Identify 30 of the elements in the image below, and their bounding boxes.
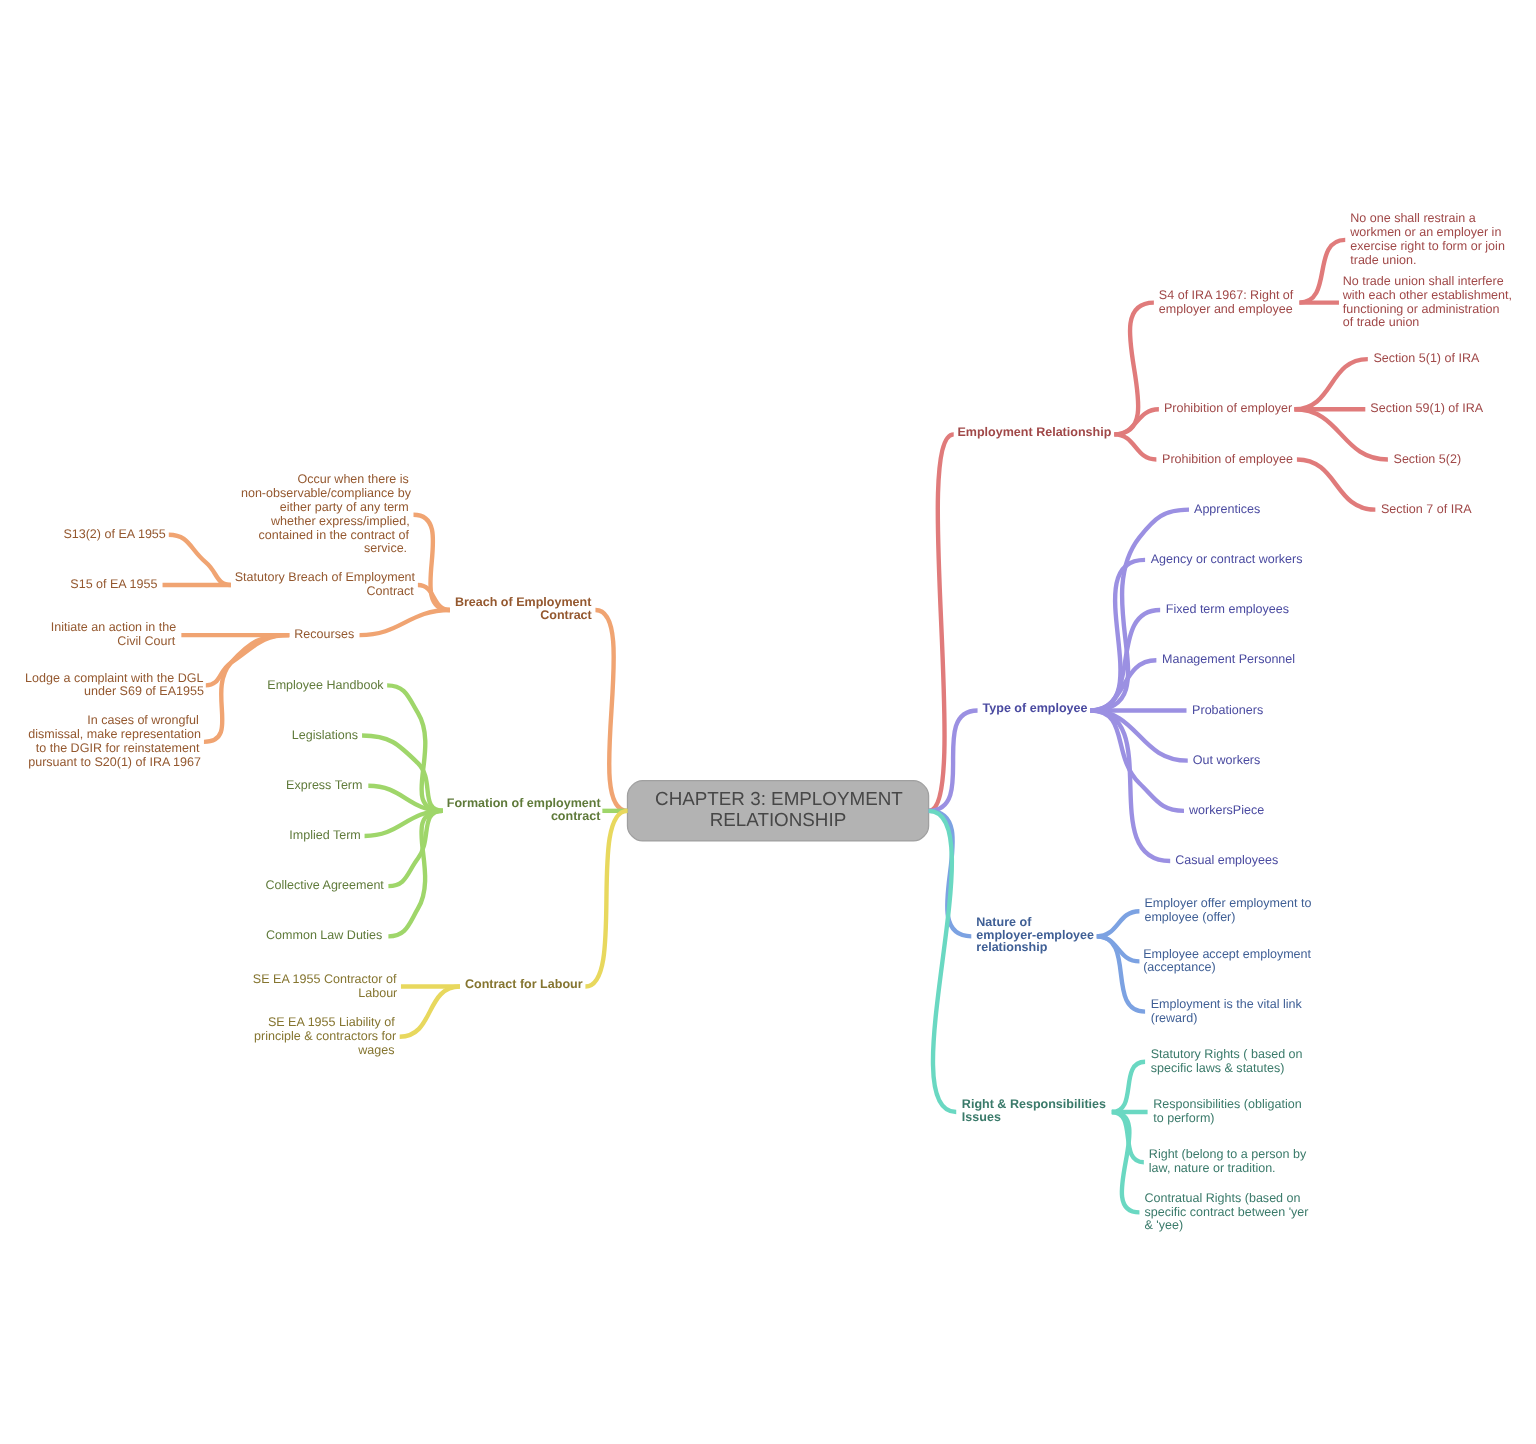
connector: [1114, 406, 1160, 436]
node-box: CHAPTER 3: EMPLOYMENT RELATIONSHIP: [626, 779, 930, 841]
connector: [1111, 1058, 1146, 1114]
connector: [359, 606, 450, 637]
connector: [1090, 707, 1188, 762]
connector: [1111, 1108, 1145, 1164]
connector: [1299, 299, 1339, 304]
connector: [1090, 506, 1190, 712]
connector: [1090, 707, 1171, 863]
connector: [1090, 707, 1185, 813]
connector: [399, 983, 461, 1038]
connector: [168, 531, 232, 587]
connector: [162, 581, 231, 587]
connector: [368, 782, 444, 813]
connector: [388, 807, 444, 938]
connector: [362, 732, 444, 812]
connector: [1299, 236, 1346, 304]
connector: [584, 807, 629, 988]
connector: [602, 807, 628, 813]
connector: [927, 807, 958, 1113]
connector: [1294, 406, 1389, 461]
connector: [1114, 431, 1157, 461]
connector: [417, 581, 451, 612]
connector: [594, 607, 629, 812]
connector: [927, 431, 956, 812]
connector: [1296, 456, 1376, 511]
connector: [388, 807, 444, 888]
connector: [928, 707, 978, 812]
connector: [1096, 908, 1140, 938]
connector: [400, 983, 460, 988]
